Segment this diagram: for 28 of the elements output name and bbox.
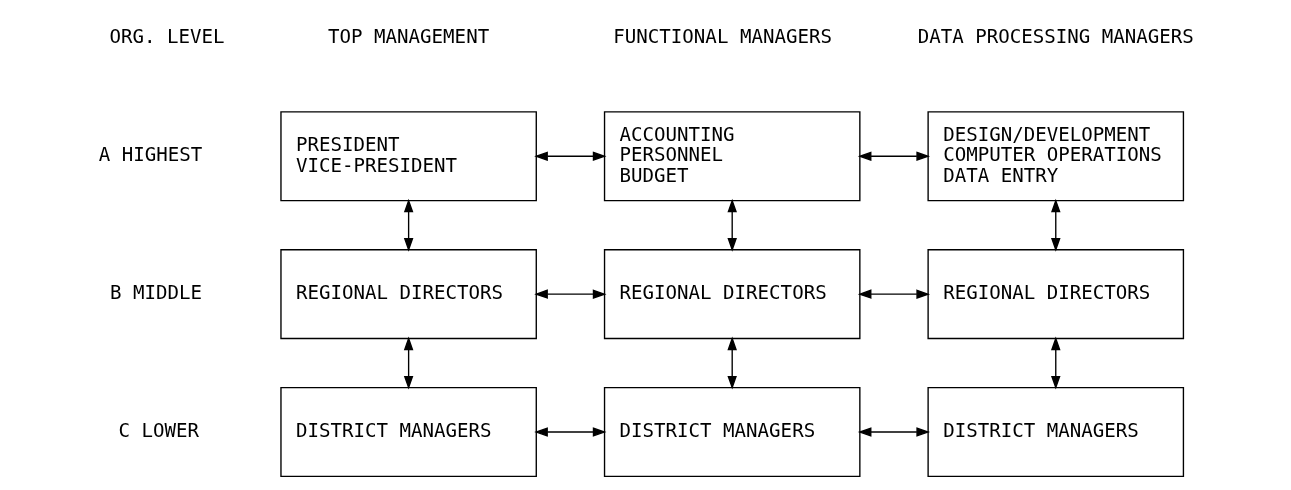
node-box: REGIONAL DIRECTORS xyxy=(603,249,861,340)
arrow xyxy=(1051,198,1061,252)
label: ORG. LEVEL xyxy=(109,25,225,49)
node-box: ACCOUNTING PERSONNEL BUDGET xyxy=(603,111,861,202)
node-box: REGIONAL DIRECTORS xyxy=(927,249,1185,340)
node-box: DESIGN/DEVELOPMENT COMPUTER OPERATIONS DATA ENTRY xyxy=(927,111,1185,202)
node-box: DISTRICT MANAGERS xyxy=(927,387,1185,478)
node-box: DISTRICT MANAGERS xyxy=(603,387,861,478)
label: B MIDDLE xyxy=(110,281,203,305)
arrow xyxy=(534,151,607,162)
arrow xyxy=(534,289,607,299)
arrow xyxy=(403,198,414,252)
arrow xyxy=(857,289,931,299)
arrow xyxy=(403,336,414,390)
label: C LOWER xyxy=(118,419,200,443)
label: TOP MANAGEMENT xyxy=(328,25,490,49)
arrow xyxy=(727,336,737,390)
label: FUNCTIONAL MANAGERS xyxy=(613,25,832,49)
arrow xyxy=(727,198,737,252)
node-box: REGIONAL DIRECTORS xyxy=(280,249,537,340)
node-box: PRESIDENT VICE-PRESIDENT xyxy=(280,111,537,202)
label: A HIGHEST xyxy=(98,143,203,167)
arrow xyxy=(1051,336,1061,390)
arrow xyxy=(857,151,931,162)
label: DATA PROCESSING MANAGERS xyxy=(917,25,1194,49)
node-box: DISTRICT MANAGERS xyxy=(280,387,537,478)
arrow xyxy=(857,427,931,437)
arrow xyxy=(534,427,607,437)
